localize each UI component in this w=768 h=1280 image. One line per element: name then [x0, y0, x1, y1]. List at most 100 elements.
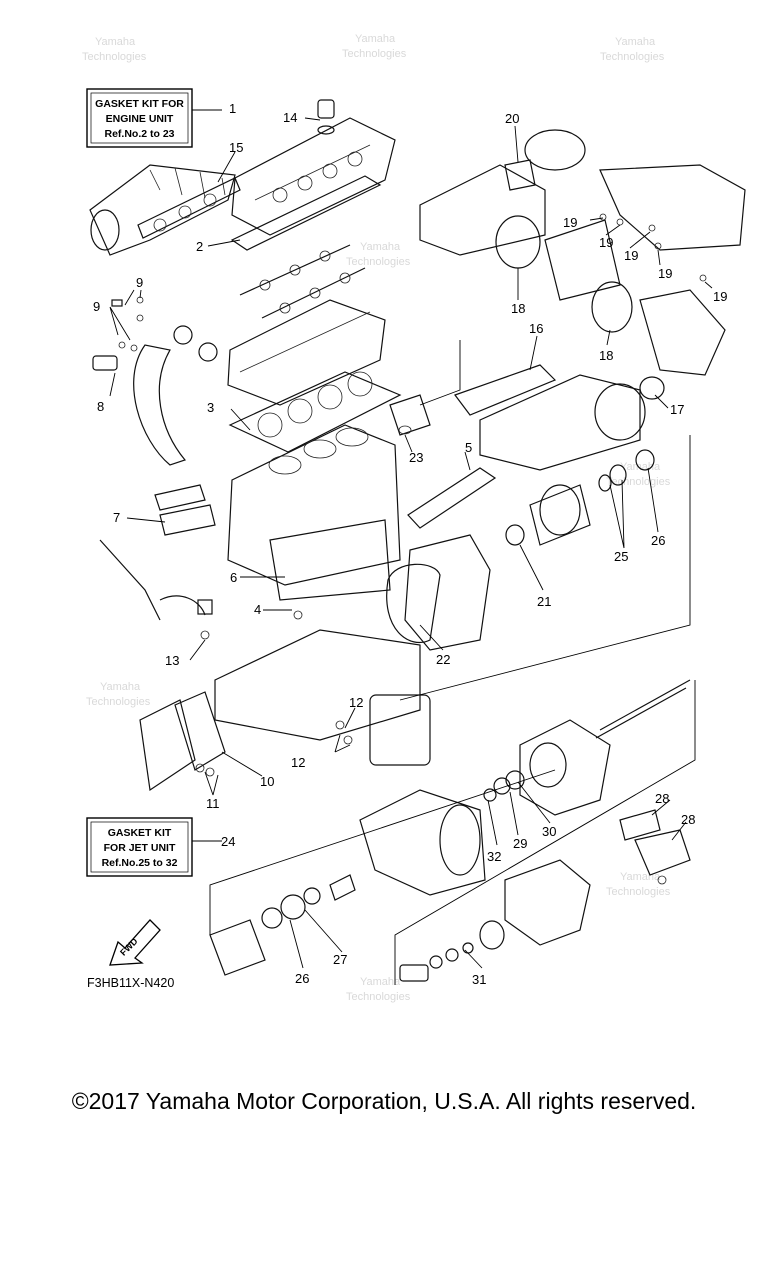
svg-text:Yamaha: Yamaha — [95, 36, 136, 48]
callout-19: 19 — [624, 248, 638, 263]
copyright-notice: ©2017 Yamaha Motor Corporation, U.S.A. A… — [71, 1088, 697, 1114]
callout-25: 25 — [614, 549, 628, 564]
svg-text:Yamaha: Yamaha — [100, 681, 141, 693]
callout-18: 18 — [511, 301, 525, 316]
callout-19: 19 — [713, 289, 727, 304]
callout-5: 5 — [465, 440, 472, 455]
callout-12: 12 — [349, 695, 363, 710]
callout-12: 12 — [291, 755, 305, 770]
svg-text:Technologies: Technologies — [82, 51, 147, 63]
callout-9: 9 — [136, 275, 143, 290]
generator-cover — [386, 524, 525, 651]
cam-chain — [133, 325, 218, 466]
callout-26: 26 — [651, 533, 665, 548]
svg-text:Technologies: Technologies — [346, 256, 411, 268]
figure-code: F3HB11X-N420 — [87, 976, 174, 990]
callout-26: 26 — [295, 971, 309, 986]
callout-24: 24 — [221, 834, 235, 849]
cylinder-block — [227, 424, 401, 586]
crankcase-gasket — [269, 519, 391, 601]
callout-32: 32 — [487, 849, 501, 864]
callout-6: 6 — [230, 570, 237, 585]
bracket-gaskets — [619, 809, 691, 885]
crankcase — [200, 610, 421, 741]
callout-22: 22 — [436, 652, 450, 667]
intake-cover — [335, 694, 431, 766]
watermark: Yamaha Technologies — [86, 681, 151, 708]
cylinder-head-gasket — [228, 371, 402, 453]
bolts — [111, 296, 144, 352]
callout-15: 15 — [229, 140, 243, 155]
watermark: Yamaha Technologies — [606, 871, 671, 898]
callout-9: 9 — [93, 299, 100, 314]
side-cover-gasket — [407, 467, 497, 529]
svg-text:Yamaha: Yamaha — [620, 871, 661, 883]
callout-23: 23 — [409, 450, 423, 465]
callout-14: 14 — [283, 110, 297, 125]
watermark: Yamaha Technologies — [82, 36, 147, 63]
svg-text:Yamaha: Yamaha — [355, 33, 396, 45]
kit-box-line: ENGINE UNIT — [106, 113, 174, 125]
jet-parts — [209, 679, 691, 982]
exhaust-chamber — [419, 129, 746, 376]
bearing-seals — [483, 770, 525, 802]
callout-4: 4 — [254, 602, 261, 617]
svg-text:Technologies: Technologies — [606, 886, 671, 898]
callout-3: 3 — [207, 400, 214, 415]
leader-lines — [109, 109, 713, 985]
exhaust-gaskets — [495, 159, 707, 333]
manifold-gasket — [137, 177, 241, 239]
watermark: Yamaha Technologies — [346, 241, 411, 268]
cylinder-head-cover — [231, 117, 396, 236]
camshafts — [239, 244, 366, 319]
oil-line — [99, 539, 213, 621]
callout-10: 10 — [260, 774, 274, 789]
callout-29: 29 — [513, 836, 527, 851]
cover-gasket — [154, 484, 216, 536]
oil-seal — [639, 376, 665, 400]
svg-text:Yamaha: Yamaha — [360, 241, 401, 253]
callout-28: 28 — [681, 812, 695, 827]
nozzle-assembly — [399, 859, 591, 982]
callout-16: 16 — [529, 321, 543, 336]
intake-manifold — [454, 364, 646, 471]
svg-text:Technologies: Technologies — [600, 51, 665, 63]
callout-8: 8 — [97, 399, 104, 414]
watermark-layer: Yamaha Technologies Yamaha Technologies … — [82, 33, 671, 1003]
kit-box-line: Ref.No.25 to 32 — [102, 857, 178, 869]
jet-kit-box: GASKET KIT FOR JET UNIT Ref.No.25 to 32 — [86, 817, 193, 877]
callout-17: 17 — [670, 402, 684, 417]
watermark: Yamaha Technologies — [600, 36, 665, 63]
fwd-arrow: FWD — [109, 919, 161, 966]
impeller-shaft — [595, 679, 691, 739]
exploded-parts-diagram: Yamaha Technologies Yamaha Technologies … — [82, 33, 746, 1003]
svg-text:Technologies: Technologies — [606, 476, 671, 488]
exhaust-manifold — [89, 164, 236, 256]
callout-20: 20 — [505, 111, 519, 126]
callout-13: 13 — [165, 653, 179, 668]
callout-31: 31 — [472, 972, 486, 987]
svg-text:Yamaha: Yamaha — [615, 36, 656, 48]
jet-housing — [519, 719, 611, 816]
callout-18: 18 — [599, 348, 613, 363]
callout-19: 19 — [599, 235, 613, 250]
watermark: Yamaha Technologies — [342, 33, 407, 60]
callout-30: 30 — [542, 824, 556, 839]
svg-text:Technologies: Technologies — [346, 991, 411, 1003]
oil-pump-cover — [139, 691, 226, 792]
callout-28: 28 — [655, 791, 669, 806]
svg-text:Technologies: Technologies — [86, 696, 151, 708]
drive-shaft-coupling — [529, 449, 655, 546]
oil-filler-cap — [317, 99, 335, 135]
watermark: Yamaha Technologies — [346, 976, 411, 1003]
bearing-housing-left — [209, 874, 356, 976]
kit-box-line: FOR JET UNIT — [104, 842, 176, 854]
callout-19: 19 — [563, 215, 577, 230]
callout-21: 21 — [537, 594, 551, 609]
cylinder-head — [227, 299, 386, 406]
chain-tensioner — [92, 355, 118, 371]
engine-parts — [89, 99, 746, 792]
callout-19: 19 — [658, 266, 672, 281]
callout-2: 2 — [196, 239, 203, 254]
kit-box-line: Ref.No.2 to 23 — [104, 128, 174, 140]
